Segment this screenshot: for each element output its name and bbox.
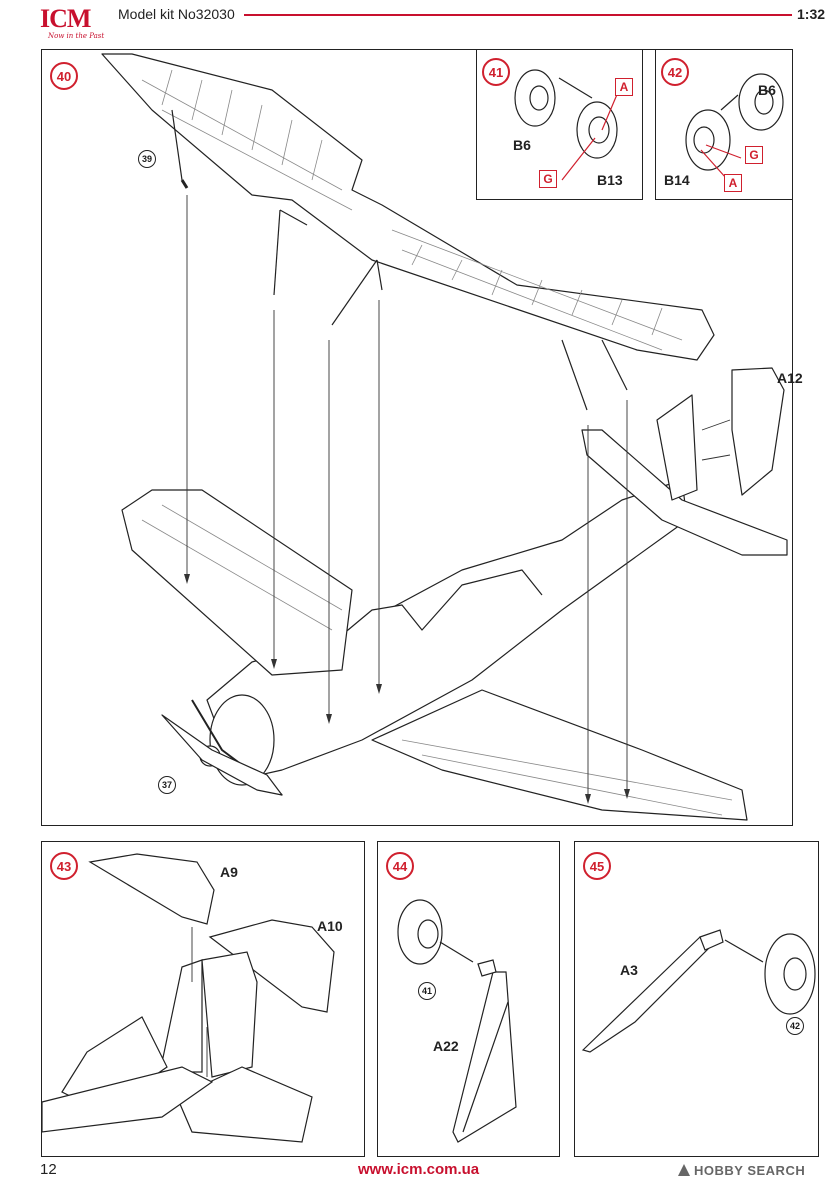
step-44-panel: 44 41 A22 bbox=[377, 841, 560, 1157]
horizontal-stabilizer bbox=[581, 429, 788, 556]
logo-tagline: Now in the Past bbox=[48, 32, 105, 40]
lower-right-wing bbox=[371, 689, 748, 821]
part-a10-label: A10 bbox=[317, 918, 343, 934]
watermark-text: HOBBY SEARCH bbox=[694, 1163, 806, 1178]
leg-a3 bbox=[581, 936, 717, 1053]
header-divider bbox=[244, 14, 792, 16]
part-b6-label: B6 bbox=[758, 82, 776, 98]
step-37-reference: 37 bbox=[158, 776, 176, 794]
step-39-reference: 39 bbox=[138, 150, 156, 168]
gear-assembly-44 bbox=[397, 899, 517, 1143]
propeller bbox=[161, 714, 283, 796]
part-a12-label: A12 bbox=[777, 370, 803, 386]
attachment-g-tag: G bbox=[539, 170, 557, 188]
part-b13-label: B13 bbox=[597, 172, 623, 188]
attachment-a-tag: A bbox=[615, 78, 633, 96]
wheel-assembly-41 bbox=[514, 69, 622, 181]
step-42-reference: 42 bbox=[786, 1017, 804, 1035]
leg-a22 bbox=[452, 971, 517, 1143]
elevator-a9 bbox=[88, 853, 215, 925]
page-number: 12 bbox=[40, 1161, 57, 1178]
step-44-badge: 44 bbox=[386, 852, 414, 880]
step-40-badge: 40 bbox=[50, 62, 78, 90]
attachment-g-tag: G bbox=[745, 146, 763, 164]
stabilizer-right bbox=[176, 1066, 313, 1143]
step-45-badge: 45 bbox=[583, 852, 611, 880]
part-b14-label: B14 bbox=[664, 172, 690, 188]
step-43-badge: 43 bbox=[50, 852, 78, 880]
part-b6-label: B6 bbox=[513, 137, 531, 153]
rudder-a12 bbox=[731, 367, 785, 496]
part-a3-label: A3 bbox=[620, 962, 638, 978]
strut bbox=[171, 109, 183, 181]
step-41-reference: 41 bbox=[418, 982, 436, 1000]
assembly-arrow bbox=[439, 941, 474, 963]
part-a9-label: A9 bbox=[220, 864, 238, 880]
lower-left-wing bbox=[121, 489, 353, 676]
top-wing bbox=[101, 53, 715, 361]
rudder bbox=[201, 951, 258, 1078]
scale-label: 1:32 bbox=[797, 6, 826, 22]
attachment-a-tag: A bbox=[724, 174, 742, 192]
assembly-arrow bbox=[724, 939, 764, 963]
step-43-panel: 43 A9 A10 bbox=[41, 841, 365, 1157]
gear-assembly-45 bbox=[581, 929, 816, 1053]
step-41-badge: 41 bbox=[482, 58, 510, 86]
logo-brand: ICM bbox=[40, 4, 91, 33]
wheel-assembly-42 bbox=[685, 73, 784, 179]
elevator-a10 bbox=[208, 919, 335, 1013]
website-link[interactable]: www.icm.com.ua bbox=[358, 1161, 480, 1178]
step-42-badge: 42 bbox=[661, 58, 689, 86]
step-42-panel: 42 B6 B14 G A bbox=[655, 49, 793, 200]
fin bbox=[656, 394, 698, 501]
tail-assembly-drawing bbox=[41, 853, 335, 1143]
hobby-search-icon bbox=[678, 1164, 690, 1176]
fin bbox=[159, 959, 203, 1073]
model-kit-title: Model kit No32030 bbox=[118, 6, 235, 22]
icm-logo: ICM Now in the Past bbox=[40, 4, 110, 44]
part-a22-label: A22 bbox=[433, 1038, 459, 1054]
biplane-assembly-drawing bbox=[101, 53, 788, 821]
step-45-panel: 45 A3 42 bbox=[574, 841, 819, 1157]
step-41-panel: 41 B6 B13 A G bbox=[476, 49, 643, 200]
watermark: HOBBY SEARCH bbox=[678, 1163, 805, 1178]
